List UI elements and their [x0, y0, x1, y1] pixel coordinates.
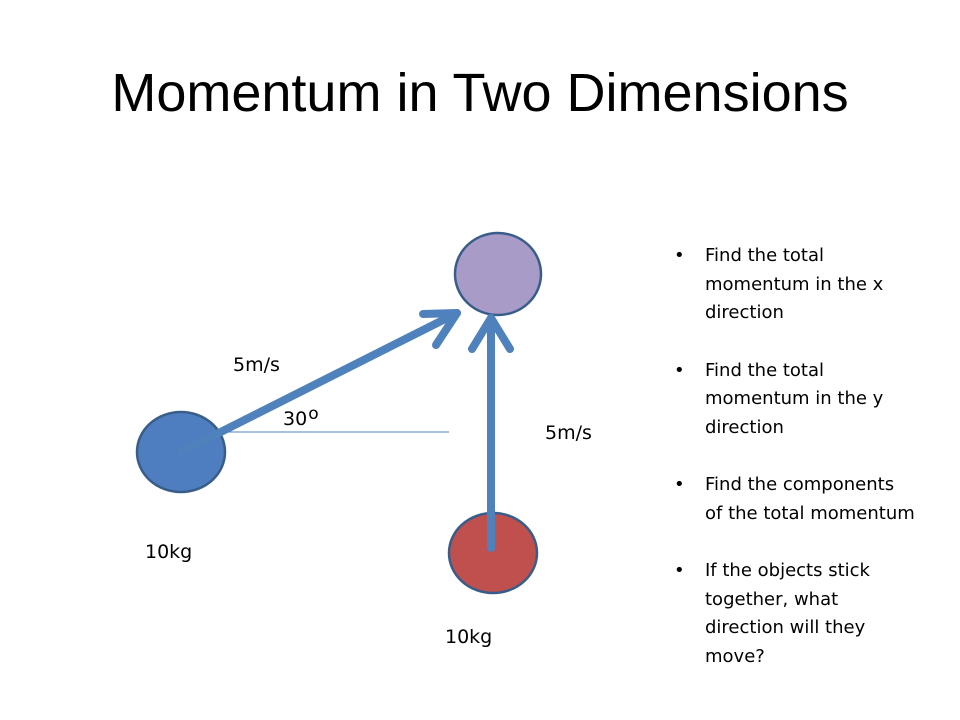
- question-list: • Find the total momentum in the x direc…: [672, 242, 952, 700]
- question-line: direction: [705, 302, 784, 323]
- bullet-dot: •: [674, 245, 685, 266]
- degree-symbol: o: [308, 404, 318, 424]
- question-line: move?: [705, 645, 765, 667]
- question-line: direction: [705, 416, 784, 438]
- question-line: momentum in the x: [705, 273, 884, 295]
- question-line: of the total momentum: [705, 502, 915, 524]
- bullet-dot: •: [674, 359, 685, 381]
- question-item-y: • Find the total momentum in the y direc…: [672, 357, 952, 443]
- question-item-components: • Find the components of the total momen…: [672, 471, 952, 528]
- bullet-dot: •: [674, 474, 685, 495]
- question-line: momentum in the y: [705, 388, 884, 409]
- question-item-direction: • If the objects stick together, what di…: [672, 557, 952, 671]
- question-line: Find the total: [705, 359, 825, 381]
- question-line: direction will they: [705, 617, 866, 638]
- target-object: [453, 231, 543, 317]
- left-velocity-label: 5m/s: [233, 354, 280, 376]
- left-mass-label: 10kg: [145, 541, 192, 563]
- left-velocity-arrow: [177, 309, 461, 456]
- question-line: Find the total: [705, 245, 825, 266]
- bottom-mass-label: 10kg: [445, 626, 492, 648]
- question-line: Find the components: [705, 474, 895, 495]
- bullet-dot: •: [674, 560, 685, 581]
- question-line: If the objects stick: [705, 560, 870, 581]
- angle-value: 30: [283, 408, 307, 430]
- question-item-x: • Find the total momentum in the x direc…: [672, 242, 952, 328]
- question-line: together, what: [705, 588, 839, 610]
- bottom-velocity-label: 5m/s: [545, 422, 592, 444]
- slide-title: Momentum in Two Dimensions: [111, 63, 849, 123]
- angle-label: 30o: [283, 404, 319, 430]
- bottom-velocity-arrow: [468, 314, 514, 552]
